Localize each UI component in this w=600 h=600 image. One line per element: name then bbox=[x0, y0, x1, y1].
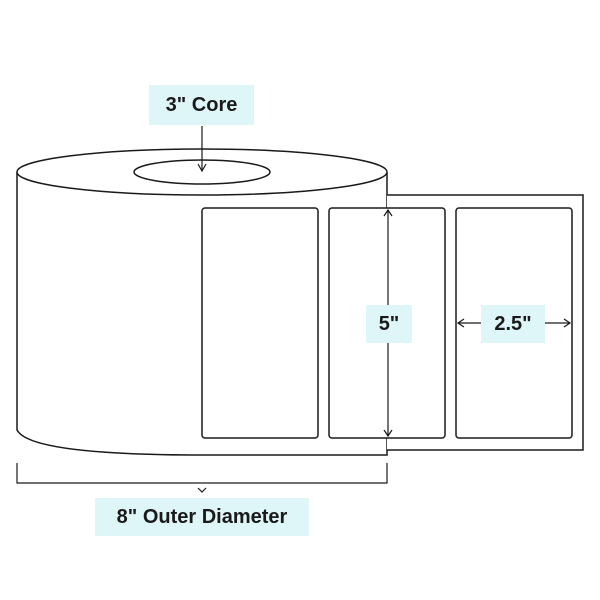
core-arrow bbox=[197, 126, 207, 173]
diameter-bracket bbox=[16, 463, 388, 493]
label-height-callout: 5" bbox=[366, 305, 412, 343]
label-1 bbox=[201, 207, 319, 439]
label-width-callout: 2.5" bbox=[481, 305, 545, 343]
outer-diameter-callout: 8" Outer Diameter bbox=[95, 498, 309, 536]
core-size-callout: 3" Core bbox=[149, 85, 254, 125]
